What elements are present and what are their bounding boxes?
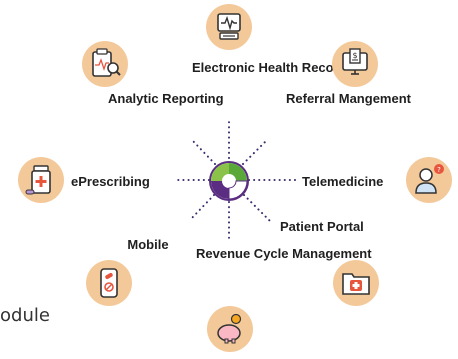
analytics-label: Analytic Reporting	[108, 91, 224, 106]
analytics-icon-circle	[82, 41, 128, 87]
doctor-question-icon: ?	[415, 164, 444, 194]
pill-bottle-icon	[25, 165, 51, 195]
svg-text:$: $	[352, 51, 357, 60]
eprescribing-label: ePrescribing	[71, 174, 150, 189]
piggy-bank-icon	[217, 313, 242, 344]
ehr-label: Electronic Health Records	[192, 60, 354, 75]
hub-logo	[209, 161, 249, 201]
revenue-icon-circle	[207, 306, 253, 352]
referral-label: Referral Mangement	[286, 91, 411, 106]
computer-invoice-icon: $	[342, 48, 368, 75]
ehr-icon-circle	[206, 4, 252, 50]
telemedicine-label: Telemedicine	[302, 174, 384, 189]
mobile-label: Mobile	[127, 237, 169, 252]
folder-medical-icon	[342, 273, 370, 295]
revenue-label: Revenue Cycle Management	[196, 246, 372, 261]
clipboard-magnifier-icon	[92, 48, 121, 77]
partial-caption-text: odule	[0, 305, 50, 326]
portal-label: Patient Portal	[280, 219, 364, 234]
telemedicine-icon-circle: ?	[406, 157, 452, 203]
portal-icon-circle	[333, 260, 379, 306]
mobile-icon-circle	[86, 260, 132, 306]
eprescribing-icon-circle	[18, 157, 64, 203]
svg-text:?: ?	[437, 166, 441, 174]
monitor-heartbeat-icon	[217, 13, 241, 40]
referral-icon-circle: $	[332, 41, 378, 87]
phone-pills-icon	[100, 268, 118, 298]
